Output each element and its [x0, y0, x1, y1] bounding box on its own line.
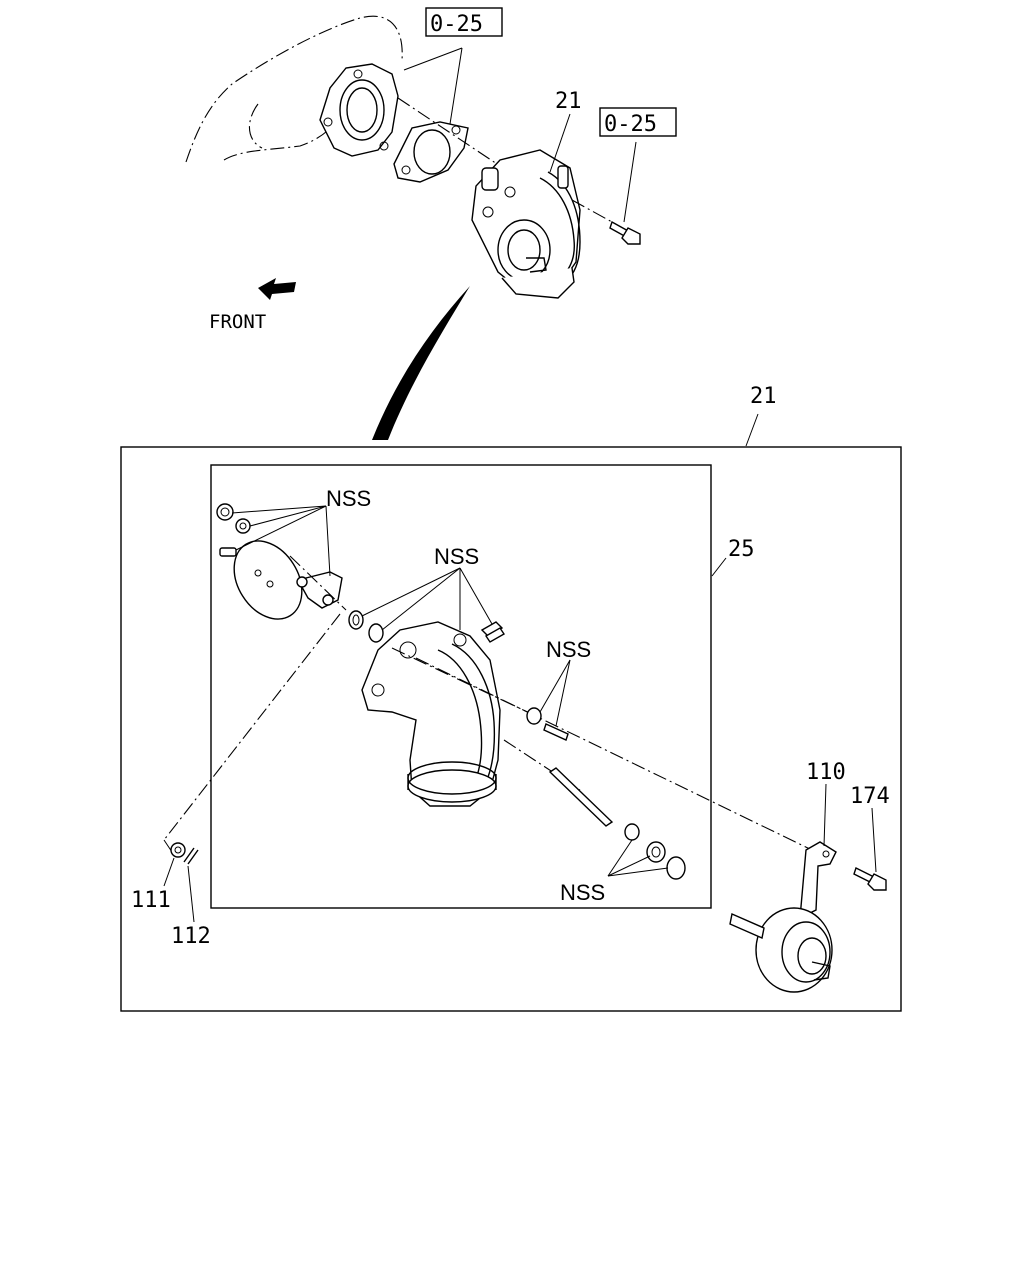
clip-112 — [183, 847, 199, 865]
inner-frame — [210, 464, 712, 909]
washer-111 — [170, 842, 186, 858]
flange — [319, 63, 399, 157]
actuator-rod — [548, 767, 614, 827]
leader-lines — [163, 505, 877, 923]
ref-box-top-right — [599, 107, 677, 137]
valve-body — [361, 621, 501, 807]
nut-and-stud — [526, 707, 569, 741]
vacuum-actuator — [729, 841, 837, 993]
front-arrow — [258, 278, 296, 300]
ref-box-top-left — [425, 7, 503, 37]
small-hardware-upper-left — [216, 503, 251, 557]
part-label-174: 174 — [850, 784, 890, 809]
ref-label-top-left: 0-25 — [430, 12, 483, 37]
butterfly-disc — [233, 540, 303, 620]
nss-label-3: NSS — [546, 637, 591, 662]
shaft-washers — [348, 610, 384, 643]
part-label-111: 111 — [131, 888, 171, 913]
outer-frame — [120, 446, 902, 1012]
exhaust-brake-valve-top — [471, 149, 581, 299]
part-label-21-top: 21 — [555, 89, 582, 114]
part-label-110: 110 — [806, 760, 846, 785]
gasket — [393, 121, 469, 183]
part-label-112: 112 — [171, 924, 211, 949]
part-label-25: 25 — [728, 537, 755, 562]
valve-lever — [296, 571, 343, 609]
bolt-top — [609, 220, 641, 245]
stud-bolt — [480, 621, 505, 643]
nss-label-1: NSS — [326, 486, 371, 511]
front-direction-label: FRONT — [209, 311, 266, 333]
zoom-wedge — [372, 286, 470, 440]
bolt-174 — [853, 867, 887, 891]
ref-label-top-right: 0-25 — [604, 112, 657, 137]
nss-label-4: NSS — [560, 880, 605, 905]
engine-outline — [185, 15, 403, 163]
part-label-21-box: 21 — [750, 384, 777, 409]
small-hardware-lower — [624, 823, 686, 880]
nss-label-2: NSS — [434, 544, 479, 569]
